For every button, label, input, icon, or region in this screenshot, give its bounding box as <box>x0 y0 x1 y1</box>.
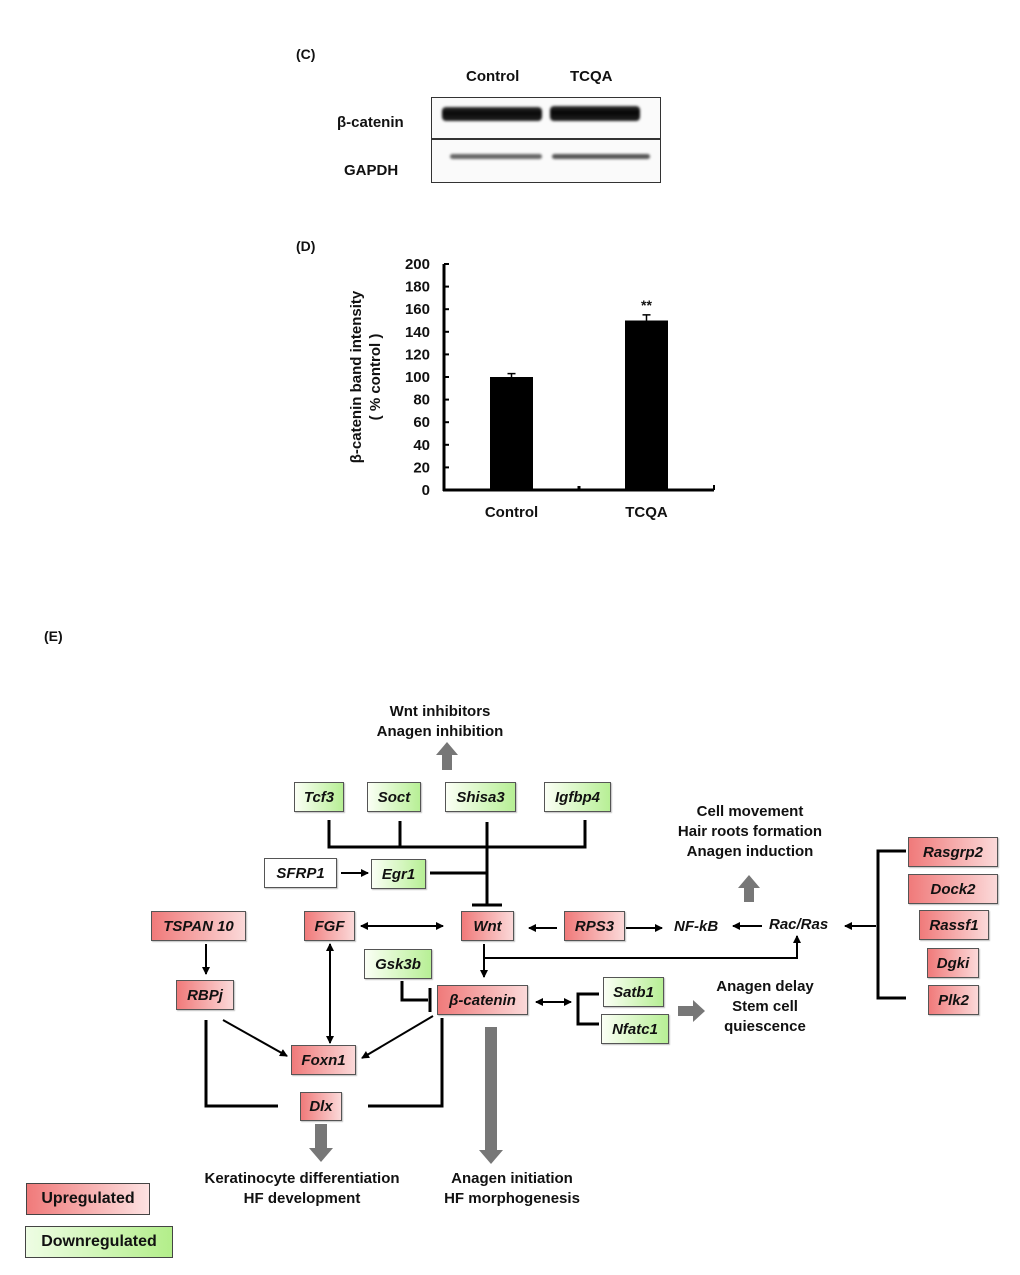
y-axis-title: β-catenin band intensity <box>348 290 365 463</box>
y-tick-label: 140 <box>405 324 430 341</box>
y-tick-label: 40 <box>413 437 430 454</box>
node-shisa3: Shisa3 <box>445 782 516 812</box>
effect-line: HF development <box>243 1190 361 1207</box>
node-dgki: Dgki <box>927 948 979 978</box>
panel-d-label: (D) <box>296 238 316 254</box>
inhibitor-bracket <box>327 820 587 849</box>
node-nfatc1: Nfatc1 <box>601 1014 669 1044</box>
legend-downregulated: Downregulated <box>25 1226 173 1258</box>
node-dock2: Dock2 <box>908 874 998 904</box>
y-tick-label: 60 <box>413 414 430 431</box>
effect-line: Keratinocyte differentiation <box>204 1170 400 1187</box>
legend-upregulated: Upregulated <box>26 1183 150 1215</box>
lane-label-tcqa: TCQA <box>570 68 613 85</box>
panel-e-label: (E) <box>44 628 63 644</box>
arrow-bcatenin-foxn1 <box>361 1015 434 1059</box>
y-tick-label: 180 <box>405 279 430 296</box>
y-tick-label: 100 <box>405 369 430 386</box>
blot-row-label-bcatenin: β-catenin <box>337 114 404 131</box>
effect-arrow-wnt-inhibitors <box>436 742 458 770</box>
node-gsk3b: Gsk3b <box>364 949 432 979</box>
y-tick-label: 20 <box>413 459 430 476</box>
node-rassf1: Rassf1 <box>919 910 989 940</box>
effect-arrow-anagen-initiation <box>479 1027 503 1164</box>
lane-label-control: Control <box>466 68 520 85</box>
node-satb1: Satb1 <box>603 977 664 1007</box>
effect-line: quiescence <box>724 1018 806 1035</box>
effect-line: Anagen inhibition <box>376 723 504 740</box>
effect-anagen-initiation: Anagen initiation HF morphogenesis <box>422 1169 602 1209</box>
effect-keratinocyte: Keratinocyte differentiation HF developm… <box>182 1169 422 1209</box>
blot-membrane-gapdh <box>431 139 661 183</box>
band-bcatenin-tcqa <box>550 106 640 121</box>
y-tick-label: 120 <box>405 346 430 363</box>
node-rbpj: RBPj <box>176 980 234 1010</box>
band-bcatenin-control <box>442 107 542 121</box>
band-gapdh-control <box>450 154 542 159</box>
x-tick-label: Control <box>485 504 538 521</box>
effect-arrow-anagen-delay <box>678 1000 705 1022</box>
node-dlx: Dlx <box>300 1092 342 1121</box>
node-rps3: RPS3 <box>564 911 625 941</box>
arrow-wnt-racras <box>484 935 801 959</box>
effect-line: Wnt inhibitors <box>389 703 491 720</box>
panel-c-label: (C) <box>296 46 316 62</box>
effect-line: HF morphogenesis <box>444 1190 580 1207</box>
effect-line: Anagen initiation <box>451 1170 573 1187</box>
node-tcf3: Tcf3 <box>294 782 344 812</box>
effect-line: Anagen induction <box>686 843 814 860</box>
node-racras: Rac/Ras <box>769 916 829 933</box>
effect-cell-movement: Cell movement Hair roots formation Anage… <box>650 802 850 862</box>
node-fgf: FGF <box>304 911 355 941</box>
effect-arrow-keratinocyte <box>309 1124 333 1162</box>
satb1-nfatc1-bracket <box>576 992 599 1026</box>
effect-anagen-delay: Anagen delay Stem cell quiescence <box>700 977 830 1037</box>
node-egr1: Egr1 <box>371 859 426 889</box>
blot-membrane-bcatenin <box>431 97 661 139</box>
node-wnt: Wnt <box>461 911 514 941</box>
node-soct: Soct <box>367 782 421 812</box>
effect-wnt-inhibitors: Wnt inhibitors Anagen inhibition <box>340 702 540 742</box>
effect-arrows <box>309 742 760 1164</box>
y-tick-label: 160 <box>405 301 430 318</box>
node-igfbp4: Igfbp4 <box>544 782 611 812</box>
gsk3b-inhibition-line <box>400 981 428 1002</box>
bar-tcqa <box>625 320 668 490</box>
bar-chart: 0 20 40 60 80 100 120 140 160 180 200 β-catenin ban… <box>348 256 715 521</box>
effect-line: Anagen delay <box>716 978 814 995</box>
bar-control <box>490 377 533 490</box>
significance-label: ** <box>641 297 652 313</box>
node-plk2: Plk2 <box>928 985 979 1015</box>
node-rasgrp2: Rasgrp2 <box>908 837 998 867</box>
rbpj-dlx-line <box>204 1020 278 1108</box>
ras-regulators-bracket <box>876 849 906 1000</box>
y-axis-subtitle: ( % control ) <box>367 334 384 421</box>
arrow-rbpj-foxn1 <box>222 1019 288 1057</box>
node-bcatenin: β-catenin <box>437 985 528 1015</box>
effect-line: Hair roots formation <box>677 823 823 840</box>
y-tick-label: 0 <box>422 482 430 499</box>
bcatenin-dlx-line <box>368 1018 444 1108</box>
effect-line: Cell movement <box>696 803 804 820</box>
node-nfkb: NF-kB <box>674 918 719 935</box>
y-tick-label: 200 <box>405 256 430 273</box>
effect-arrow-cell-movement <box>738 875 760 902</box>
node-foxn1: Foxn1 <box>291 1045 356 1075</box>
x-tick-label: TCQA <box>625 504 668 521</box>
node-tspan10: TSPAN 10 <box>151 911 246 941</box>
y-tick-label: 80 <box>413 392 430 409</box>
effect-line: Stem cell <box>732 998 798 1015</box>
blot-row-label-gapdh: GAPDH <box>344 162 399 179</box>
node-sfrp1: SFRP1 <box>264 858 337 888</box>
band-gapdh-tcqa <box>552 154 650 159</box>
